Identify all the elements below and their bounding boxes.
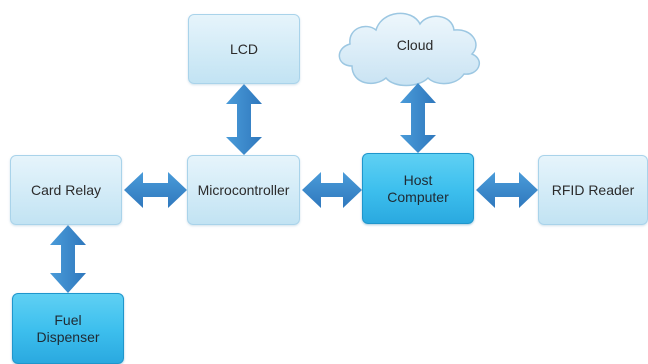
host-computer-block: Host Computer bbox=[362, 153, 474, 224]
fuel-dispenser-label: Fuel Dispenser bbox=[36, 311, 100, 345]
host-computer-label: Host Computer bbox=[387, 171, 449, 205]
fuel-dispenser-block: Fuel Dispenser bbox=[12, 293, 124, 364]
arrow-cloud-host bbox=[400, 83, 436, 153]
rfid-reader-block: RFID Reader bbox=[538, 155, 648, 225]
card-relay-block: Card Relay bbox=[10, 155, 122, 225]
microcontroller-label: Microcontroller bbox=[197, 181, 290, 198]
cloud-shape bbox=[338, 12, 481, 87]
arrow-host-rfid bbox=[476, 172, 538, 208]
microcontroller-block: Microcontroller bbox=[187, 155, 300, 225]
cloud-label: Cloud bbox=[396, 37, 434, 53]
lcd-label: LCD bbox=[229, 40, 258, 57]
lcd-block: LCD bbox=[188, 14, 300, 84]
rfid-reader-label: RFID Reader bbox=[551, 181, 635, 198]
arrow-microcontroller-host bbox=[302, 172, 362, 208]
arrow-lcd-microcontroller bbox=[226, 84, 262, 155]
card-relay-label: Card Relay bbox=[30, 181, 102, 198]
arrow-cardrelay-microcontroller bbox=[124, 172, 187, 208]
arrow-cardrelay-fuel bbox=[50, 225, 86, 293]
